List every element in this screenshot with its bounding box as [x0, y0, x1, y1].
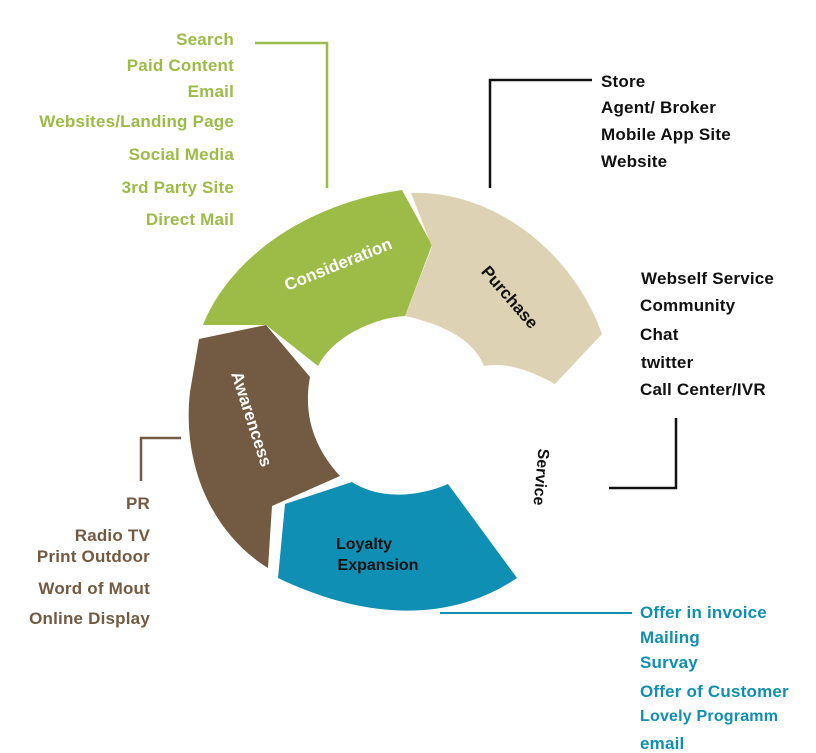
purchase-item: Website	[601, 152, 668, 171]
purchase-item: Agent/ Broker	[601, 98, 717, 117]
purchase-item: Store	[601, 72, 646, 91]
loyalty-stage-label-line2: Expansion	[338, 557, 419, 574]
loyalty-item: Offer in invoice	[640, 603, 767, 622]
loyalty-segment	[278, 482, 517, 611]
service-item: twitter	[641, 353, 694, 372]
service-item: Webself Service	[641, 269, 775, 288]
service-item: Community	[640, 296, 736, 315]
consideration-item: Paid Content	[126, 56, 234, 75]
service-connector	[609, 418, 678, 490]
awareness-item: Radio TV	[74, 526, 150, 545]
consideration-segment	[203, 190, 432, 366]
service-stage-label: Service	[530, 448, 552, 506]
awareness-item: Print Outdoor	[36, 547, 150, 566]
consideration-item: Search	[176, 30, 234, 49]
purchase-item: Mobile App Site	[601, 125, 731, 144]
service-item: Chat	[640, 325, 679, 344]
consideration-item: Websites/Landing Page	[39, 112, 234, 131]
awareness-connector	[139, 436, 181, 481]
awareness-item: Online Display	[29, 609, 150, 628]
purchase-segment	[405, 192, 602, 384]
awareness-segment	[188, 325, 340, 568]
loyalty-item: Offer of Customer	[640, 682, 789, 701]
consideration-item: Social Media	[128, 145, 234, 164]
loyalty-item: Survay	[640, 653, 698, 672]
loyalty-stage-label-line1: Loyalty	[336, 536, 392, 553]
loyalty-item: email	[640, 734, 685, 753]
service-item: Call Center/IVR	[640, 380, 766, 399]
awareness-item: PR	[125, 494, 150, 513]
purchase-connector	[488, 78, 592, 188]
consideration-item: Direct Mail	[145, 210, 234, 229]
consideration-item: 3rd Party Site	[121, 178, 234, 197]
loyalty-item: Mailing	[640, 628, 700, 647]
consideration-item: Email	[187, 82, 234, 101]
consideration-connector	[255, 41, 329, 188]
awareness-item: Word of Mout	[38, 579, 150, 598]
loyalty-item: Lovely Programm	[640, 708, 779, 725]
